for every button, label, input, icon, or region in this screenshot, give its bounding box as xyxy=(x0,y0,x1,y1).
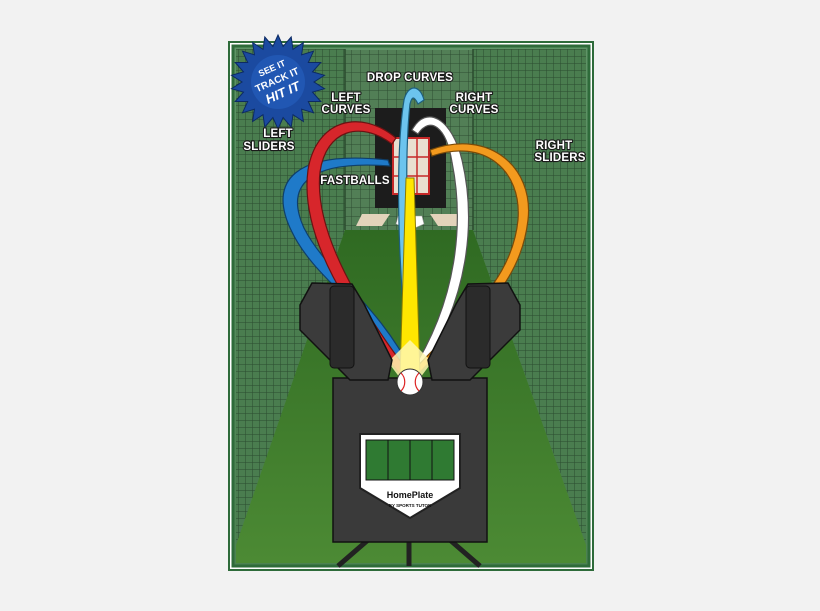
label-left-curves-1: LEFT xyxy=(331,92,361,104)
label-fastballs: FASTBALLS xyxy=(320,175,390,187)
pitch-trails xyxy=(282,87,530,378)
label-left-sliders-1: LEFT xyxy=(263,128,293,140)
label-left-sliders-2: SLIDERS xyxy=(243,141,294,153)
left-curves-trail xyxy=(306,121,412,375)
brand-sub: BY SPORTS TUTOR xyxy=(389,503,432,508)
label-left-curves-2: CURVES xyxy=(322,104,371,116)
baseball-icon xyxy=(396,368,424,396)
right-curves-trail xyxy=(408,116,470,375)
label-right-curves-1: RIGHT xyxy=(456,92,493,104)
see-it-badge: SEE IT TRACK IT HIT IT xyxy=(230,33,326,131)
pitch-labels: DROP CURVES LEFT CURVES RIGHT CURVES LEF… xyxy=(242,71,586,188)
right-sliders-trail xyxy=(410,143,530,373)
label-right-curves-2: CURVES xyxy=(450,104,499,116)
pitching-machine xyxy=(299,282,521,568)
homeplate-logo: HomePlate BY SPORTS TUTOR xyxy=(359,433,461,520)
brand-name: HomePlate xyxy=(387,490,434,500)
label-right-sliders-1: RIGHT xyxy=(536,140,573,152)
label-right-sliders-2: SLIDERS xyxy=(534,152,585,164)
label-drop-curves: DROP CURVES xyxy=(367,72,453,84)
